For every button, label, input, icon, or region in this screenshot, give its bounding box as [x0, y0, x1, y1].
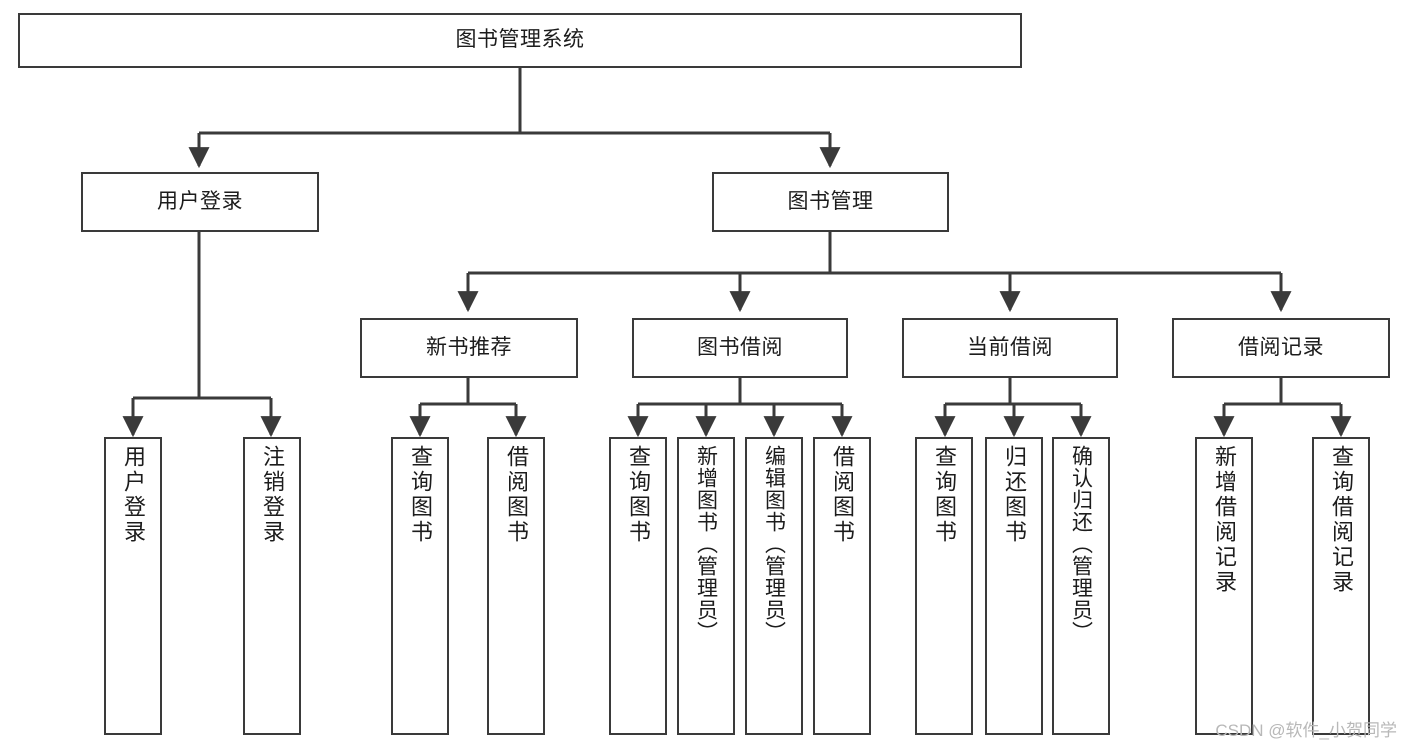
- node-label: 归还图书: [1002, 445, 1027, 545]
- node-label: 编辑图书（管理员）: [762, 445, 786, 643]
- node-root-system[interactable]: 图书管理系统: [18, 13, 1022, 68]
- node-label: 借阅图书: [504, 445, 529, 545]
- node-label: 借阅记录: [1238, 335, 1324, 359]
- node-label: 新增图书（管理员）: [694, 445, 718, 643]
- leaf-borrow-book[interactable]: 借阅图书: [813, 437, 871, 735]
- leaf-confirm-return-admin[interactable]: 确认归还（管理员）: [1052, 437, 1110, 735]
- node-current-borrow[interactable]: 当前借阅: [902, 318, 1118, 378]
- leaf-add-book-admin[interactable]: 新增图书（管理员）: [677, 437, 735, 735]
- leaf-edit-book-admin[interactable]: 编辑图书（管理员）: [745, 437, 803, 735]
- node-label: 注销登录: [260, 445, 285, 545]
- node-label: 查询图书: [408, 445, 433, 545]
- node-label: 查询图书: [626, 445, 651, 545]
- node-label: 新书推荐: [426, 335, 512, 359]
- node-new-book-recommend[interactable]: 新书推荐: [360, 318, 578, 378]
- leaf-add-borrow-record[interactable]: 新增借阅记录: [1195, 437, 1253, 735]
- node-borrow-records[interactable]: 借阅记录: [1172, 318, 1390, 378]
- node-label: 用户登录: [121, 445, 146, 545]
- node-user-login[interactable]: 用户登录: [81, 172, 319, 232]
- node-label: 图书管理: [787, 189, 874, 213]
- node-label: 确认归还（管理员）: [1069, 445, 1093, 643]
- leaf-query-book-current[interactable]: 查询图书: [915, 437, 973, 735]
- leaf-query-book-recommend[interactable]: 查询图书: [391, 437, 449, 735]
- leaf-query-borrow-record[interactable]: 查询借阅记录: [1312, 437, 1370, 735]
- watermark: CSDN @软件_小贺同学: [1215, 721, 1397, 740]
- node-book-management[interactable]: 图书管理: [712, 172, 949, 232]
- leaf-return-book[interactable]: 归还图书: [985, 437, 1043, 735]
- node-label: 借阅图书: [830, 445, 855, 545]
- node-label: 图书管理系统: [455, 28, 585, 52]
- leaf-user-login[interactable]: 用户登录: [104, 437, 162, 735]
- leaf-user-logout[interactable]: 注销登录: [243, 437, 301, 735]
- node-label: 查询图书: [932, 445, 957, 545]
- node-label: 查询借阅记录: [1329, 445, 1354, 595]
- node-label: 图书借阅: [697, 335, 783, 359]
- node-book-borrow[interactable]: 图书借阅: [632, 318, 848, 378]
- node-label: 用户登录: [157, 189, 243, 213]
- node-label: 当前借阅: [967, 335, 1053, 359]
- node-label: 新增借阅记录: [1212, 445, 1237, 595]
- leaf-query-book-borrow[interactable]: 查询图书: [609, 437, 667, 735]
- leaf-borrow-book-recommend[interactable]: 借阅图书: [487, 437, 545, 735]
